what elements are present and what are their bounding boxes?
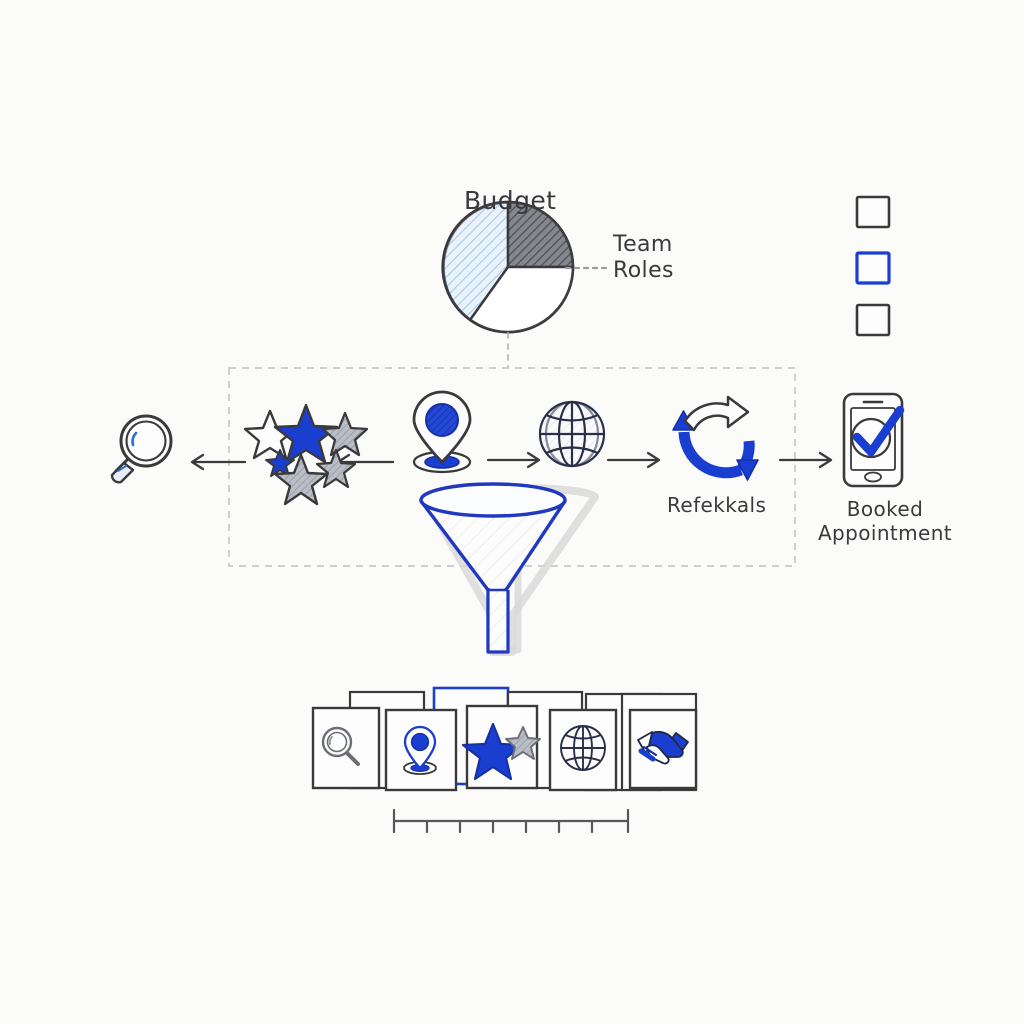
booked-icon [842,392,905,488]
arrow-right-2 [606,451,661,469]
referrals-label: Refekkals [667,493,767,517]
star-blue-small [265,449,295,477]
stars-cluster-icon [243,403,369,506]
flow-arrows [190,451,833,471]
search-icon [110,414,173,484]
conversion-funnel [419,482,599,656]
budget-pie-chart [441,200,575,334]
web-icon [538,400,606,468]
star-gray-3 [315,448,357,489]
star-blue-large [273,403,339,464]
checkbox-3[interactable] [855,303,891,337]
card-location-icon [403,725,437,775]
card-search-icon [321,726,360,766]
check-icon [852,405,905,457]
checkbox-group [855,195,891,337]
card-partnership-icon [637,730,689,765]
arrow-right-1 [486,451,541,469]
booked-appointment-label: Booked Appointment [817,497,953,545]
referrals-icon [672,395,759,481]
card-reviews-icon [461,722,541,781]
checkbox-1[interactable] [855,195,891,229]
checkbox-2[interactable] [855,251,891,285]
arrow-right-3 [778,451,833,469]
star-gray-2 [273,453,329,506]
star-gray-1 [321,411,369,457]
card-web-icon [560,725,606,771]
timeline-ruler [392,808,630,834]
star-gray [505,726,541,760]
team-roles-label: Team Roles [613,232,674,283]
arrow-left-1 [190,453,247,471]
card-row [311,686,698,792]
location-icon [412,390,472,474]
pie-chart-title: Budget [464,186,557,215]
